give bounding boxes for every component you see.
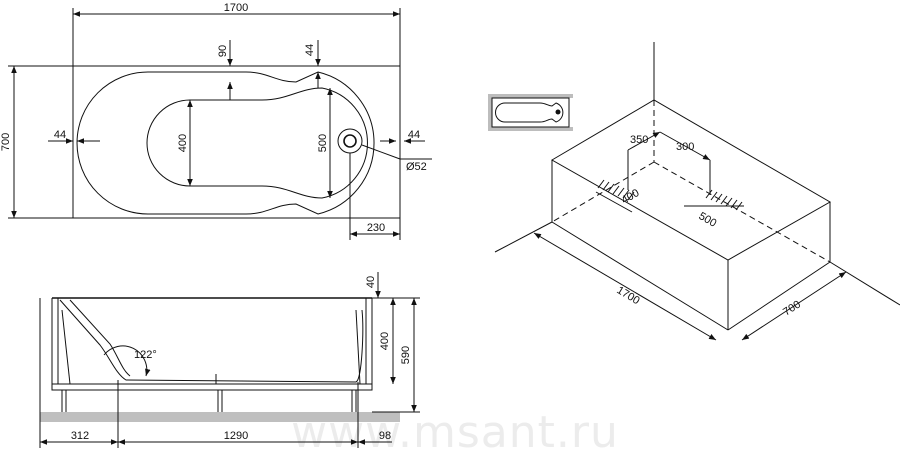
drain-outer bbox=[337, 128, 363, 154]
dim-350: 350 bbox=[630, 134, 648, 146]
thumbnail-view bbox=[488, 94, 573, 131]
tub-backrest bbox=[69, 299, 131, 377]
tub-frame bbox=[51, 383, 373, 391]
iso-view: 350 300 400 500 1700 7 bbox=[494, 42, 900, 341]
dim-40: 40 bbox=[365, 276, 377, 288]
dim-44-top: 44 bbox=[304, 44, 316, 56]
dim-400-depth: 400 bbox=[379, 332, 391, 350]
side-view: 122° 40 400 590 312 1290 98 bbox=[39, 272, 420, 448]
tub-basin-inner bbox=[146, 87, 368, 199]
dim-d52: Ø52 bbox=[406, 161, 427, 173]
tub-outline-rect bbox=[72, 65, 401, 219]
dim-700: 700 bbox=[0, 133, 12, 151]
dim-700-iso: 700 bbox=[781, 298, 803, 318]
dim-1290: 1290 bbox=[224, 430, 248, 442]
tub-basin-outer bbox=[76, 71, 375, 215]
dim-1700: 1700 bbox=[224, 2, 248, 14]
dim-90: 90 bbox=[217, 45, 229, 57]
dim-590: 590 bbox=[400, 346, 412, 364]
floor bbox=[40, 412, 400, 422]
dim-400-inner: 400 bbox=[177, 134, 189, 152]
dim-230: 230 bbox=[367, 222, 385, 234]
drain-hatch-right bbox=[684, 189, 744, 211]
dim-1700-iso: 1700 bbox=[614, 284, 641, 307]
top-view: 1700 700 90 44 44 44 400 500 230 bbox=[0, 2, 432, 240]
dim-500-iso: 500 bbox=[697, 210, 719, 230]
dim-500-inner: 500 bbox=[317, 134, 329, 152]
angle-122: 122° bbox=[134, 349, 157, 361]
dim-300: 300 bbox=[676, 141, 694, 153]
drain-inner bbox=[343, 134, 357, 148]
tub-inner-profile bbox=[59, 299, 364, 383]
iso-top bbox=[551, 99, 832, 261]
dim-312: 312 bbox=[71, 430, 89, 442]
dim-44-right: 44 bbox=[408, 129, 420, 141]
drain-hatch-left bbox=[595, 179, 635, 213]
dim-98: 98 bbox=[379, 430, 391, 442]
dim-44-left: 44 bbox=[54, 129, 66, 141]
